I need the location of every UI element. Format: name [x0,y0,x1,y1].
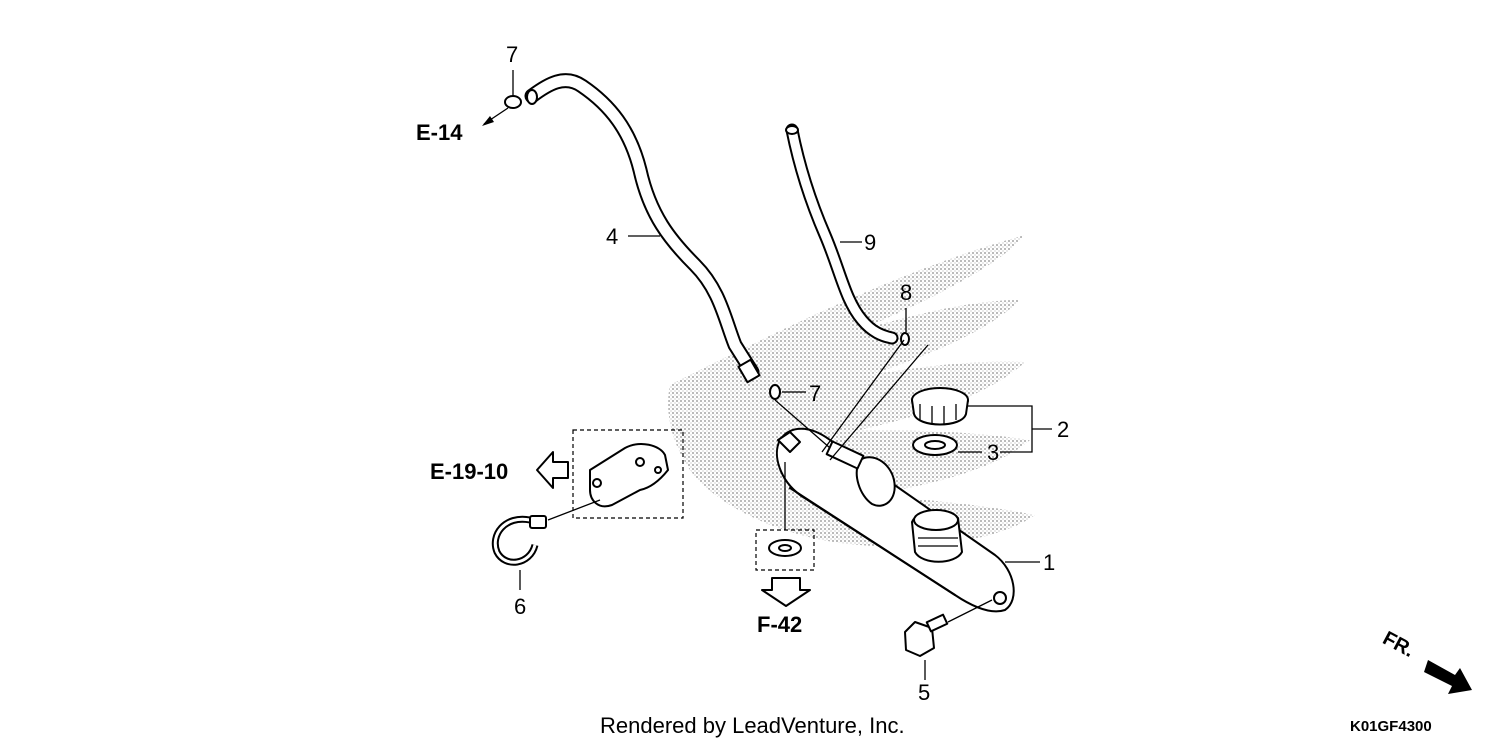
fr-direction-arrow: FR. [1379,627,1472,694]
hose-9 [785,123,899,345]
bracket-box [572,429,684,519]
clip-7-top [504,70,522,109]
hose-4 [524,73,761,384]
footer-credit: Rendered by LeadVenture, Inc. [600,713,905,738]
callout-5: 5 [918,680,930,705]
leader-lines [628,235,1052,680]
callout-7-top: 7 [506,42,518,67]
reference-e1910: E-19-10 [430,459,508,484]
e14-arrow [482,107,509,126]
reservoir-tank-1 [775,427,1015,613]
callout-2: 2 [1057,417,1069,442]
reference-f42: F-42 [757,612,802,637]
callout-3: 3 [987,440,999,465]
hose-clamp-6 [491,499,601,590]
callout-8: 8 [900,280,912,305]
dotted-wing-watermark [668,235,1035,547]
diagram-code: K01GF4300 [1350,718,1432,735]
f42-hollow-arrow [761,577,811,607]
fr-label: FR. [1379,627,1418,662]
callout-6: 6 [514,594,526,619]
washer-3 [912,434,958,456]
callout-7-middle: 7 [809,381,821,406]
reference-e14: E-14 [416,120,463,145]
callout-4: 4 [606,224,618,249]
clip-7-middle [769,384,806,400]
callout-1: 1 [1043,550,1055,575]
e1910-hollow-arrow [536,451,569,489]
grommet-box [755,462,815,571]
callout-9: 9 [864,230,876,255]
bolt-5 [904,599,993,657]
cap-2 [911,387,969,426]
